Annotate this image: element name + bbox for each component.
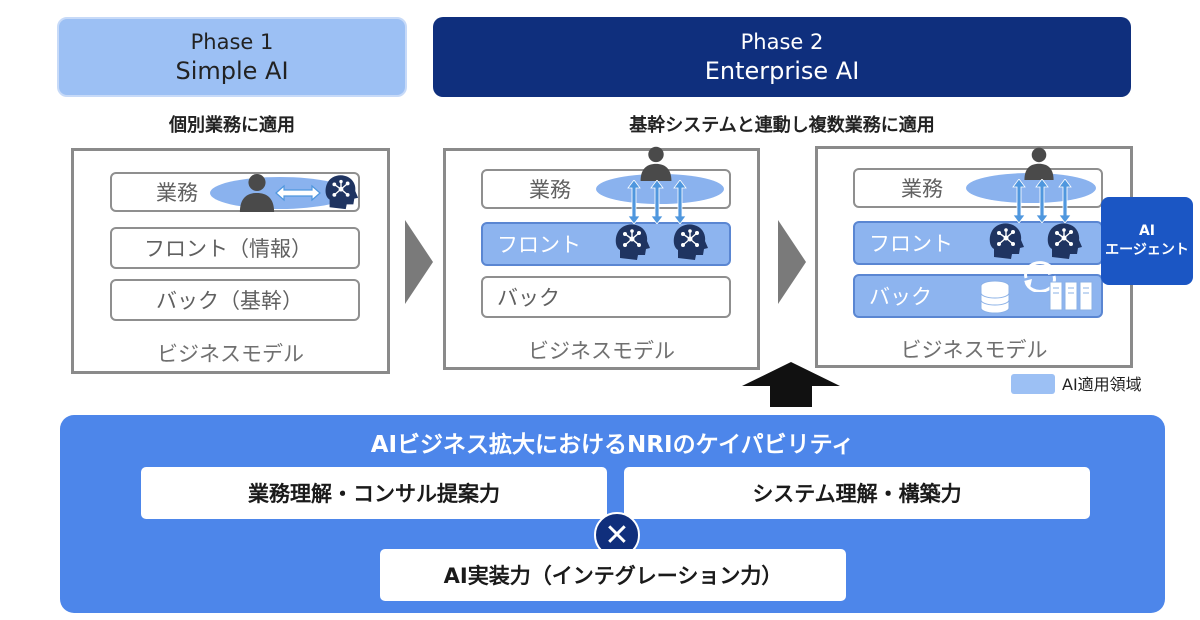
gyomu-label-3: 業務 <box>901 177 943 201</box>
front-label-1: フロント（情報） <box>144 237 312 261</box>
ai-brain-icon <box>612 222 652 262</box>
up-arrow-icon <box>742 362 840 407</box>
business-model-label-1: ビジネスモデル <box>157 342 304 366</box>
phase1-caption: 個別業務に適用 <box>169 115 295 136</box>
right-arrow-icon <box>778 220 806 304</box>
server-icon <box>1049 281 1093 311</box>
sync-icon <box>1024 261 1056 292</box>
front-label-3: フロント <box>869 232 953 256</box>
back-row-2: バック <box>481 276 731 318</box>
person-icon <box>637 145 675 181</box>
person-icon <box>238 172 276 212</box>
bidirectional-arrow-icon <box>1058 179 1072 223</box>
back-row-1: バック（基幹） <box>110 279 360 321</box>
bidirectional-arrow-icon <box>1012 179 1026 223</box>
ai-brain-icon <box>1044 221 1084 261</box>
person-icon <box>1021 146 1057 180</box>
back-label-2: バック <box>497 286 560 310</box>
phase2-title: Phase 2 <box>740 30 824 54</box>
times-icon: ✕ <box>594 512 640 558</box>
legend-swatch <box>1011 374 1055 394</box>
right-arrow-icon <box>405 220 433 304</box>
capability-item-ai-implementation: AI実装力（インテグレーション力） <box>380 549 846 601</box>
phase1-subtitle: Simple AI <box>175 57 289 85</box>
phase2-header: Phase 2 Enterprise AI <box>433 17 1131 97</box>
gyomu-label-2: 業務 <box>529 178 571 202</box>
legend-label: AI適用領域 <box>1062 375 1142 394</box>
business-model-label-2: ビジネスモデル <box>528 339 675 363</box>
ai-agent-badge: AI エージェント <box>1101 197 1193 285</box>
bidirectional-arrow-icon <box>627 180 641 224</box>
bidirectional-arrow-icon <box>673 180 687 224</box>
gyomu-label-1: 業務 <box>156 181 198 205</box>
front-row-1: フロント（情報） <box>110 227 360 269</box>
capability-item-system: システム理解・構築力 <box>624 467 1090 519</box>
database-icon <box>980 280 1010 314</box>
bidirectional-arrow-icon <box>1035 179 1049 223</box>
ai-brain-icon <box>322 172 360 212</box>
capability-title: AIビジネス拡大におけるNRIのケイパビリティ <box>370 432 855 458</box>
ai-brain-icon <box>670 222 710 262</box>
business-model-label-3: ビジネスモデル <box>900 338 1048 362</box>
back-label-3: バック <box>869 285 932 309</box>
phase1-title: Phase 1 <box>190 30 274 54</box>
ai-agent-line2: エージェント <box>1105 242 1189 258</box>
front-label-2: フロント <box>497 233 581 257</box>
phase2-subtitle: Enterprise AI <box>704 57 860 85</box>
phase2-caption: 基幹システムと連動し複数業務に適用 <box>629 115 935 136</box>
bidirectional-arrow-icon <box>650 180 664 224</box>
ai-brain-icon <box>986 221 1026 261</box>
phase1-header: Phase 1 Simple AI <box>57 17 407 97</box>
ai-agent-line1: AI <box>1138 223 1156 239</box>
bidirectional-arrow-icon <box>275 184 321 202</box>
back-label-1: バック（基幹） <box>156 289 303 313</box>
capability-item-business: 業務理解・コンサル提案力 <box>141 467 607 519</box>
